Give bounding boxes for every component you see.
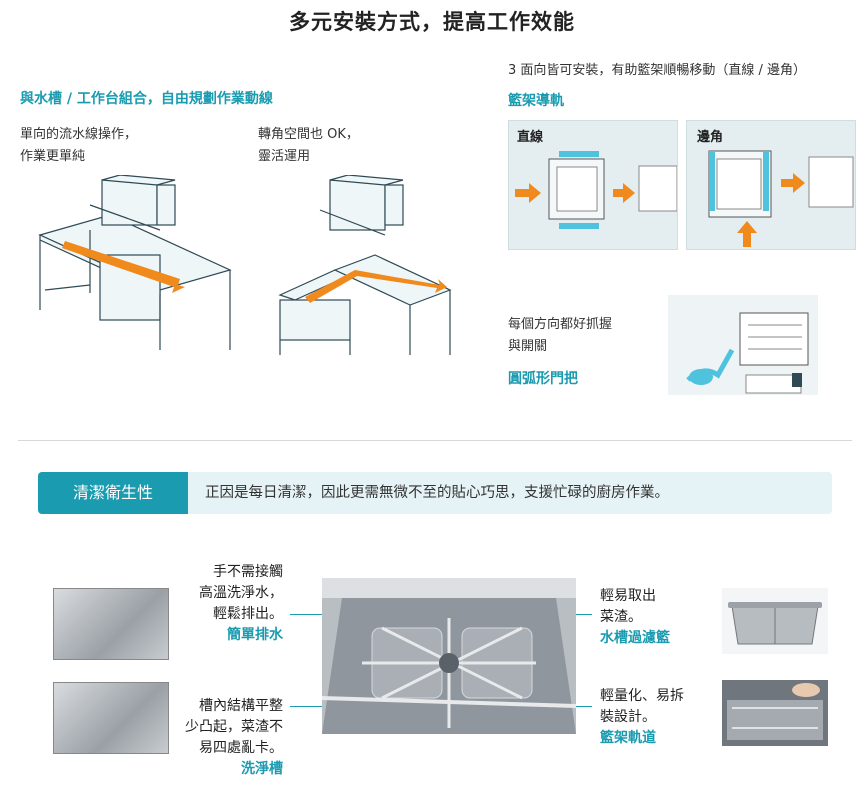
drain-photo (53, 588, 169, 660)
page-title: 多元安裝方式，提高工作效能 (289, 10, 575, 34)
caption-line: 單向的流水線操作， (20, 127, 138, 142)
hygiene-tag: 清潔衛生性 (38, 472, 188, 514)
feature-name: 籃架軌道 (600, 730, 656, 746)
tank-photo (53, 682, 169, 754)
caption-line: 輕量化、易拆 (600, 688, 684, 704)
rack-rail-photo (722, 680, 828, 746)
feature-name: 水槽過濾籃 (600, 630, 670, 646)
straight-rail-diagram (515, 151, 677, 229)
tank-caption: 槽內結構平整 少凸起，菜渣不 易四處亂卡。 洗淨槽 (160, 696, 283, 780)
caption-line: 每個方向都好抓握 (508, 317, 613, 332)
single-line-caption: 單向的流水線操作， 作業更單純 (20, 124, 137, 168)
corner-caption: 轉角空間也 OK， 靈活運用 (258, 124, 359, 168)
rail-heading: 籃架導軌 (508, 93, 564, 109)
filter-caption: 輕易取出 菜渣。 水槽過濾籃 (600, 586, 710, 649)
caption-line: 菜渣。 (600, 609, 642, 625)
caption-line: 易四處亂卡。 (199, 740, 283, 756)
grip-caption: 每個方向都好抓握 與開關 (508, 314, 612, 358)
panel-label: 直線 (517, 130, 544, 145)
section-divider (18, 440, 852, 441)
caption-line: 轉角空間也 OK， (258, 127, 359, 142)
corner-layout-illustration (278, 175, 452, 355)
rail-caption: 輕量化、易拆 裝設計。 籃架軌道 (600, 686, 710, 749)
hygiene-text: 正因是每日清潔，因此更需無微不至的貼心巧思，支援忙碌的廚房作業。 (205, 485, 669, 501)
caption-line: 靈活運用 (258, 149, 311, 164)
straight-layout-illustration (38, 175, 232, 350)
feature-name: 簡單排水 (227, 627, 283, 643)
panel-label: 邊角 (697, 130, 724, 145)
install-intro: 3 面向皆可安裝，有助籃架順暢移動（直線 / 邊角） (508, 63, 807, 78)
caption-line: 輕鬆排出。 (213, 606, 283, 622)
washer-interior-photo (322, 578, 576, 734)
handle-heading: 圓弧形門把 (508, 371, 578, 387)
caption-line: 槽內結構平整 (199, 698, 283, 714)
corner-rail-diagram (708, 150, 854, 247)
handle-diagram (668, 295, 818, 395)
caption-line: 少凸起，菜渣不 (185, 719, 283, 735)
caption-line: 與開關 (508, 339, 548, 354)
filter-basket-photo (722, 588, 828, 654)
straight-panel: 直線 (508, 120, 678, 250)
drain-caption: 手不需接觸 高溫洗淨水， 輕鬆排出。 簡單排水 (170, 562, 283, 646)
caption-line: 高溫洗淨水， (199, 585, 283, 601)
corner-panel: 邊角 (686, 120, 856, 250)
caption-line: 裝設計。 (600, 709, 656, 725)
caption-line: 作業更單純 (20, 149, 86, 164)
feature-name: 洗淨槽 (241, 761, 283, 777)
caption-line: 手不需接觸 (213, 564, 283, 580)
layout-heading: 與水槽 / 工作台組合，自由規劃作業動線 (20, 91, 273, 107)
caption-line: 輕易取出 (600, 588, 656, 604)
